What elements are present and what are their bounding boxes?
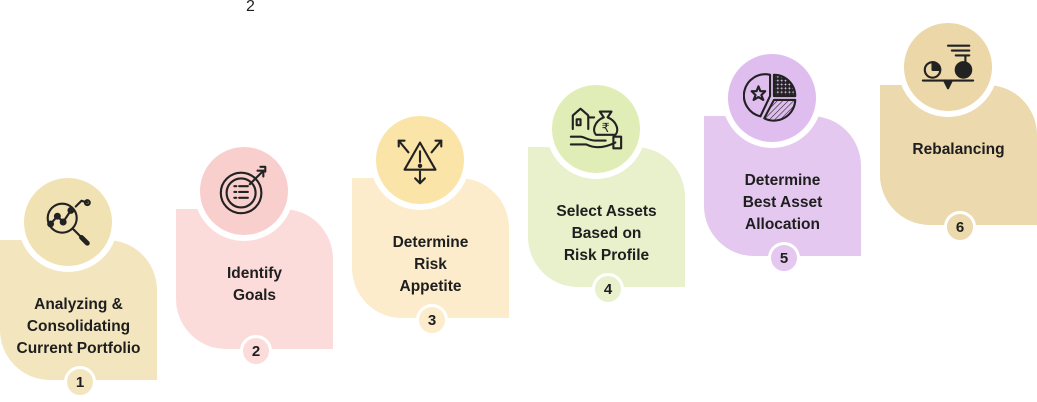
step-5-number-badge: 5: [768, 242, 800, 274]
step-2-number-badge: 2: [240, 335, 272, 367]
pie-chart-allocation-icon: [743, 73, 797, 122]
step-1-number-badge: 1: [64, 366, 96, 398]
step-3-label: Determine Risk Appetite: [392, 234, 469, 295]
step-3-icon-circle: [370, 110, 470, 210]
step-5-icon-circle: [722, 48, 822, 148]
svg-text:₹: ₹: [602, 120, 610, 135]
analysis-magnifier-icon: [46, 199, 91, 246]
step-2-icon-circle: [194, 141, 294, 241]
step-3-number-badge: 3: [416, 304, 448, 336]
step-2-label: Identify Goals: [226, 265, 283, 304]
balance-scale-icon: [921, 44, 975, 90]
step-5-label: Determine Best Asset Allocation: [742, 172, 823, 233]
step-4-icon-circle: ₹: [546, 79, 646, 179]
step-6-icon-circle: [898, 17, 998, 117]
target-checklist-icon: [219, 165, 267, 215]
step-4-number-badge: 4: [592, 273, 624, 305]
risk-warning-arrows-icon: [397, 139, 443, 185]
stray-step-number: 2: [246, 0, 255, 15]
step-1-icon-circle: [18, 172, 118, 272]
step-6-label: Rebalancing: [912, 141, 1005, 158]
assets-rupee-bag-icon: ₹: [569, 107, 623, 150]
step-4-label: Select Assets Based on Risk Profile: [556, 203, 657, 264]
step-1-label: Analyzing & Consolidating Current Portfo…: [16, 296, 141, 357]
step-6-number-badge: 6: [944, 211, 976, 243]
